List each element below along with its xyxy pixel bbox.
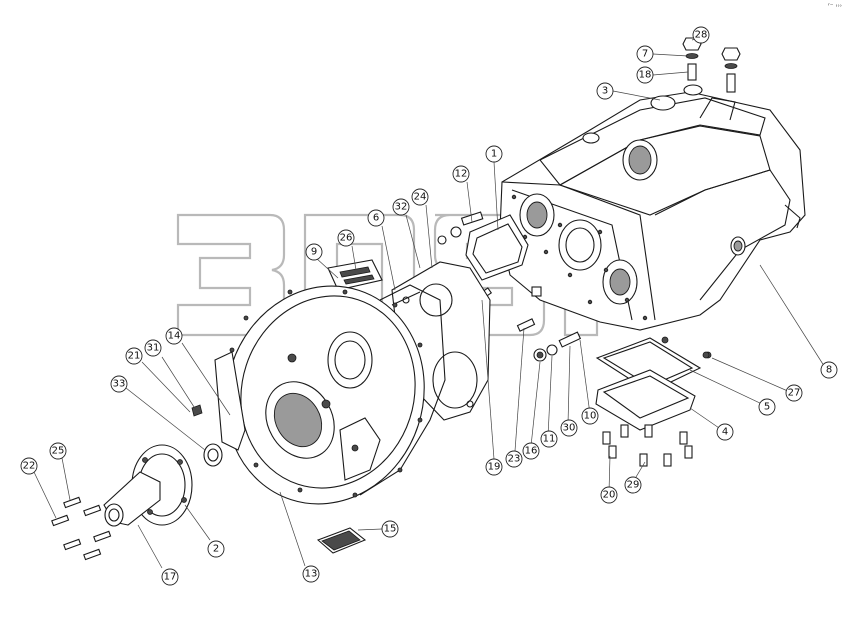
nameplate	[327, 259, 383, 291]
svg-text:4: 4	[722, 427, 728, 438]
callout-8: 8	[820, 361, 838, 379]
callout-15: 15	[381, 520, 399, 538]
svg-text:30: 30	[563, 423, 576, 434]
svg-text:32: 32	[395, 202, 408, 213]
svg-text:31: 31	[147, 343, 160, 354]
middle-fasteners	[516, 286, 582, 362]
svg-text:7: 7	[642, 49, 648, 60]
svg-text:19: 19	[488, 462, 501, 473]
callout-21: 21	[125, 347, 143, 365]
bolts-left	[51, 496, 112, 561]
callout-18: 18	[636, 66, 654, 84]
svg-text:23: 23	[508, 454, 521, 465]
callout-13: 13	[302, 565, 320, 583]
bearing-cover	[103, 444, 193, 527]
svg-text:3: 3	[602, 86, 608, 97]
svg-text:33: 33	[113, 379, 126, 390]
svg-text:16: 16	[525, 446, 538, 457]
callout-28: 28	[692, 26, 710, 44]
svg-text:28: 28	[695, 30, 708, 41]
clutch-housing	[214, 284, 446, 505]
callout-20: 20	[600, 486, 618, 504]
svg-text:15: 15	[384, 524, 397, 535]
svg-text:11: 11	[543, 434, 556, 445]
svg-text:21: 21	[128, 351, 141, 362]
seal-ring	[191, 404, 223, 467]
svg-text:12: 12	[455, 169, 468, 180]
svg-text:2: 2	[213, 544, 219, 555]
callout-7: 7	[636, 45, 654, 63]
svg-text:5: 5	[764, 402, 770, 413]
callout-11: 11	[540, 430, 558, 448]
callout-4: 4	[716, 423, 734, 441]
plug	[702, 351, 710, 359]
rubber-pad	[316, 527, 367, 554]
bottom-cover	[595, 336, 712, 431]
callout-12: 12	[452, 165, 470, 183]
svg-text:17: 17	[164, 572, 177, 583]
callout-32: 32	[392, 198, 410, 216]
svg-text:20: 20	[603, 490, 616, 501]
svg-text:26: 26	[340, 233, 353, 244]
svg-text:10: 10	[584, 411, 597, 422]
callout-3: 3	[596, 82, 614, 100]
svg-text:6: 6	[373, 213, 379, 224]
callout-30: 30	[560, 419, 578, 437]
callout-25: 25	[49, 442, 67, 460]
callout-9: 9	[305, 243, 323, 261]
callout-2: 2	[207, 540, 225, 558]
svg-text:18: 18	[639, 70, 652, 81]
callout-5: 5	[758, 398, 776, 416]
corner-mark: ʳ⁻ ˒˒˒	[828, 2, 842, 10]
svg-text:13: 13	[305, 569, 318, 580]
svg-text:29: 29	[627, 480, 640, 491]
svg-text:24: 24	[414, 192, 427, 203]
callout-29: 29	[624, 476, 642, 494]
svg-text:1: 1	[491, 149, 497, 160]
callout-33: 33	[110, 375, 128, 393]
callout-24: 24	[411, 188, 429, 206]
callout-19: 19	[485, 458, 503, 476]
callout-31: 31	[144, 339, 162, 357]
callout-17: 17	[161, 568, 179, 586]
svg-text:22: 22	[23, 461, 36, 472]
bottom-bolts	[602, 424, 693, 467]
callout-27: 27	[785, 384, 803, 402]
callout-22: 22	[20, 457, 38, 475]
callout-1: 1	[485, 145, 503, 163]
callout-23: 23	[505, 450, 523, 468]
svg-text:25: 25	[52, 446, 65, 457]
callout-10: 10	[581, 407, 599, 425]
top-fasteners	[682, 37, 741, 96]
gearbox-housing	[499, 91, 806, 331]
callout-6: 6	[367, 209, 385, 227]
svg-text:9: 9	[311, 247, 317, 258]
leader-lines	[33, 35, 827, 569]
callout-14: 14	[165, 327, 183, 345]
svg-text:27: 27	[788, 388, 801, 399]
svg-text:14: 14	[168, 331, 181, 342]
callout-16: 16	[522, 442, 540, 460]
callout-26: 26	[337, 229, 355, 247]
svg-text:8: 8	[826, 365, 832, 376]
